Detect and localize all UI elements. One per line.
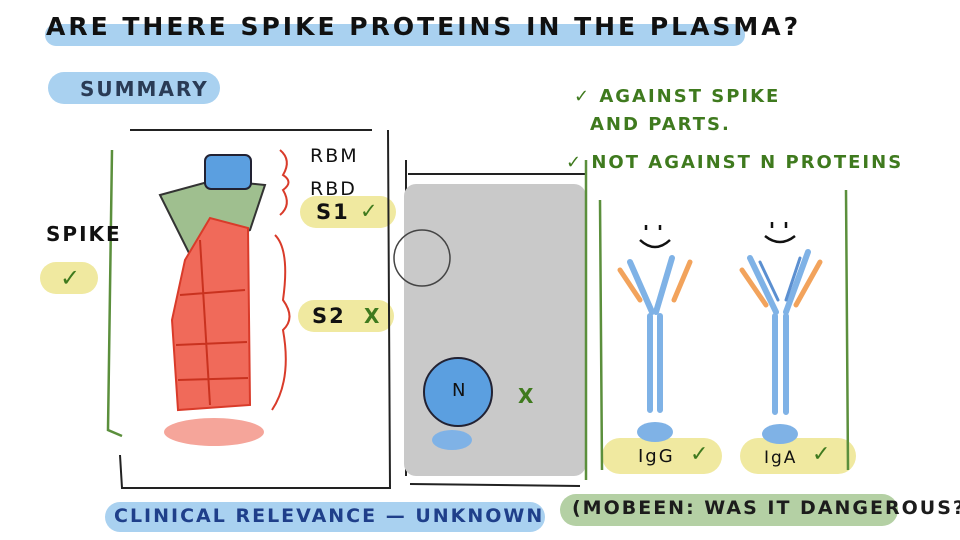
- left-panel-bracket: [108, 150, 122, 436]
- rbd-label: RBD: [310, 178, 357, 200]
- spike-base: [164, 418, 264, 446]
- spike-label: SPIKE: [46, 222, 122, 246]
- summary-label: SUMMARY: [80, 77, 209, 101]
- iga-check: ✓: [812, 442, 832, 467]
- s2-x: X: [364, 304, 381, 328]
- iga-label: IgA: [764, 448, 797, 468]
- s2-label: S2: [312, 304, 346, 328]
- n-protein-label: N: [452, 380, 467, 401]
- igg-antibody: [620, 225, 690, 442]
- n-x: X: [518, 384, 535, 408]
- note-against-spike: ✓ AGAINST SPIKE: [574, 86, 780, 107]
- grey-panel: [404, 184, 586, 476]
- page-title: ARE THERE SPIKE PROTEINS IN THE PLASMA?: [46, 12, 801, 41]
- rbm-label: RBM: [310, 145, 359, 167]
- n-protein-shadow: [432, 430, 472, 450]
- igg-label: IgG: [638, 446, 675, 467]
- mobeen-note: (MOBEEN: WAS IT DANGEROUS?): [572, 497, 960, 519]
- note-and-parts: AND PARTS.: [590, 114, 731, 135]
- clinical-relevance: CLINICAL RELEVANCE — UNKNOWN: [114, 505, 544, 527]
- note-not-against-n: ✓ NOT AGAINST N PROTEINS: [566, 152, 903, 173]
- right-panel-brackets: [600, 190, 848, 470]
- s2-brace: [272, 235, 290, 410]
- s1-label: S1: [316, 200, 350, 224]
- iga-antibody: [742, 222, 820, 444]
- spike-check: ✓: [60, 264, 82, 292]
- igg-check: ✓: [690, 442, 710, 467]
- rbm-shape: [205, 155, 251, 189]
- s2-red-body: [172, 218, 250, 410]
- s1-brace: [280, 150, 289, 215]
- s1-check: ✓: [360, 199, 380, 223]
